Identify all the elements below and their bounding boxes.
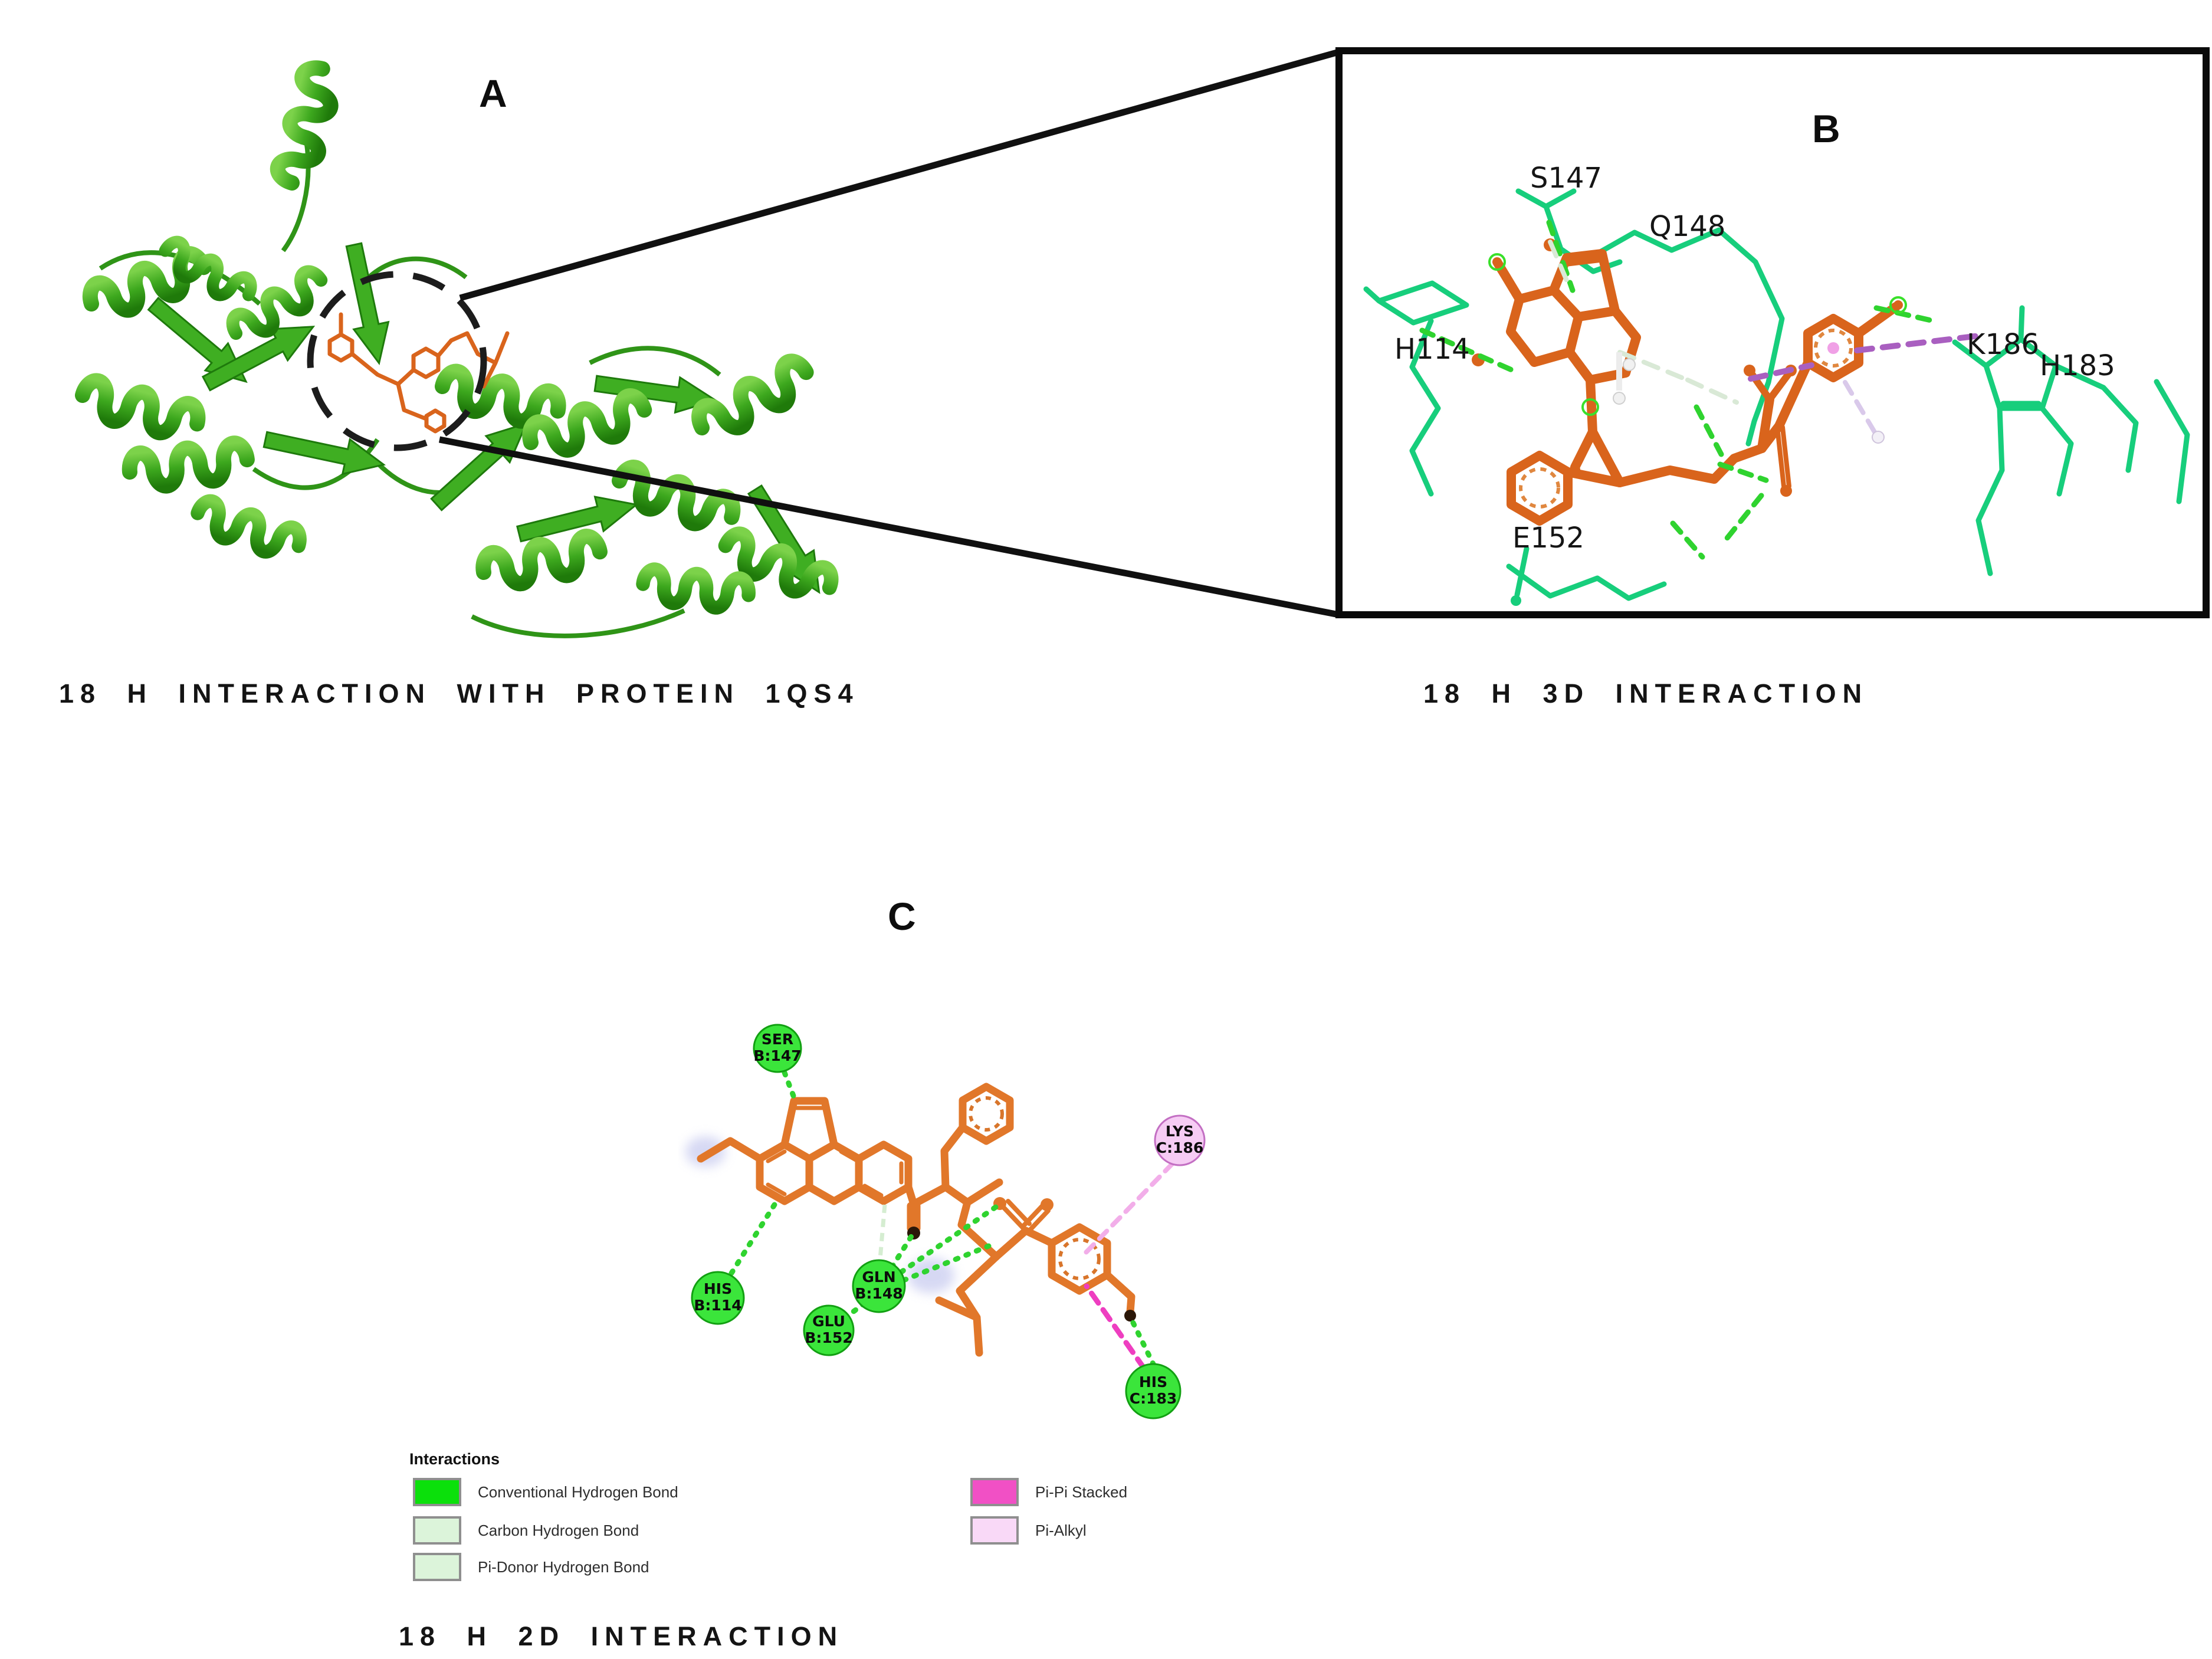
legend-item-pi-alkyl: Pi-Alkyl: [970, 1516, 1087, 1545]
residue-label-s147: S147: [1530, 162, 1602, 195]
panel-letter-a: A: [479, 71, 507, 115]
legend-item-carbon-hbond: Carbon Hydrogen Bond: [413, 1516, 639, 1545]
legend-item-conventional-hbond: Conventional Hydrogen Bond: [413, 1478, 678, 1506]
residue-text: HIS: [1139, 1373, 1167, 1391]
residue-circle-ser-b147: SER B:147: [753, 1024, 802, 1073]
legend-swatch: [970, 1516, 1019, 1545]
ligand-aromatic-dashed-rings-2d: [969, 1096, 1101, 1280]
panel-b-3d-interaction-box: S147 Q148 H114 K186 H183 E152: [1335, 47, 2210, 618]
sulfonyl-oxygen-balls: [993, 1197, 1054, 1211]
residue-circle-gln-b148: GLN B:148: [852, 1259, 906, 1313]
residue-circle-lys-c186: LYS C:186: [1154, 1114, 1206, 1166]
legend-item-pi-pi-stacked: Pi-Pi Stacked: [970, 1478, 1127, 1506]
protein-1qs4-cartoon: [59, 56, 855, 638]
residue-circle-his-c183: HIS C:183: [1125, 1363, 1182, 1419]
legend-label: Carbon Hydrogen Bond: [478, 1521, 639, 1539]
residue-stick-tip-ball: [1511, 595, 1521, 606]
hydrogen-bond-dashes-2d: [728, 1070, 1157, 1368]
interactions-legend: Interactions Conventional Hydrogen Bond …: [401, 1450, 1156, 1598]
residue-label-e152: E152: [1512, 522, 1584, 555]
legend-label: Conventional Hydrogen Bond: [478, 1483, 678, 1501]
residue-label-q148: Q148: [1649, 210, 1725, 243]
pi-alkyl-dash-2d: [1082, 1161, 1175, 1257]
carbon-hbond-dashes-3d: [1548, 240, 1739, 405]
caption-panel-b: 18 H 3D INTERACTION: [1423, 678, 1869, 709]
solvent-halo-2: [907, 1258, 954, 1293]
residue-text: SER: [762, 1031, 793, 1048]
pi-donor-hbond-dash-2d: [878, 1204, 887, 1260]
legend-item-pi-donor-hbond: Pi-Donor Hydrogen Bond: [413, 1553, 649, 1581]
residue-label-h183: H183: [2040, 349, 2115, 382]
ligand-skeleton-2d: [697, 1083, 1135, 1357]
legend-swatch: [970, 1478, 1019, 1506]
legend-swatch: [413, 1478, 461, 1506]
pi-center-ball: [1827, 342, 1839, 354]
residue-circles-2d: SER B:147 HIS B:114 GLN B:148 GLU B:152 …: [691, 1024, 1206, 1419]
2d-interaction-diagram: SER B:147 HIS B:114 GLN B:148 GLU B:152 …: [685, 1024, 1206, 1419]
residue-text: B:148: [855, 1285, 902, 1302]
residue-label-k186: K186: [1967, 328, 2039, 361]
legend-title: Interactions: [409, 1450, 500, 1468]
legend-swatch: [413, 1516, 461, 1545]
legend-label: Pi-Pi Stacked: [1035, 1483, 1128, 1501]
residue-label-h114: H114: [1394, 333, 1470, 366]
residue-text: B:152: [805, 1329, 852, 1346]
residue-text: GLU: [812, 1313, 845, 1330]
docked-ligand-sticks: [327, 312, 510, 434]
residue-text: GLN: [862, 1268, 895, 1286]
white-ball-2: [1623, 358, 1636, 371]
legend-label: Pi-Donor Hydrogen Bond: [478, 1558, 649, 1576]
ligand-aromatic-dashed-rings-3d: [1519, 329, 1853, 509]
interaction-circlets: [1488, 253, 1907, 416]
residue-text: B:114: [694, 1297, 741, 1314]
caption-panel-c: 18 H 2D INTERACTION: [399, 1621, 844, 1651]
ligand-atom-balls: [1472, 238, 1903, 497]
residue-circle-glu-b152: GLU B:152: [803, 1304, 855, 1356]
ligand-sticks-3d: [1492, 249, 1901, 526]
white-ball-1: [1613, 392, 1626, 405]
white-ball-3: [1872, 431, 1885, 444]
residue-circle-his-b114: HIS B:114: [691, 1271, 745, 1325]
panel-letter-c: C: [888, 894, 916, 938]
3d-interaction-scene: S147 Q148 H114 K186 H183 E152: [1363, 162, 2190, 606]
caption-panel-a: 18 H INTERACTION WITH PROTEIN 1QS4: [59, 678, 859, 709]
residue-text: B:147: [753, 1047, 801, 1064]
legend-label: Pi-Alkyl: [1035, 1521, 1087, 1539]
hydrogen-bond-dashes-3d: [1419, 219, 1937, 560]
pi-pi-dashes-3d: [1748, 332, 1987, 382]
legend-swatch: [413, 1553, 461, 1581]
residue-text: C:183: [1130, 1390, 1177, 1407]
binding-site-dashed-circle: [307, 271, 487, 451]
terminal-atom-dot: [1124, 1310, 1136, 1322]
residue-text: HIS: [704, 1280, 732, 1297]
panel-letter-b: B: [1812, 107, 1840, 150]
pi-alkyl-dashes-3d: [1843, 380, 1878, 435]
residue-text: C:186: [1156, 1139, 1204, 1156]
pi-pi-dash-2d: [1084, 1283, 1147, 1372]
residue-text: LYS: [1166, 1123, 1194, 1140]
